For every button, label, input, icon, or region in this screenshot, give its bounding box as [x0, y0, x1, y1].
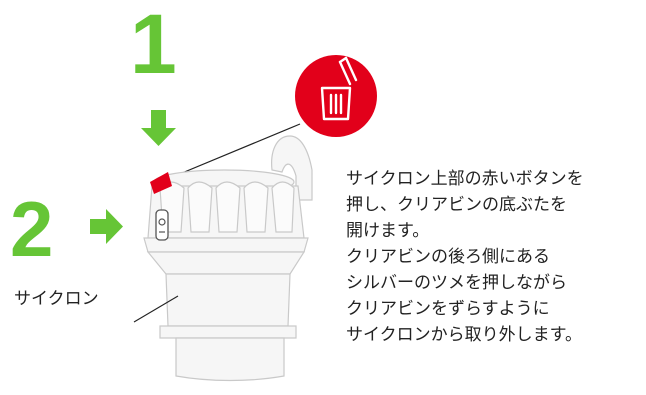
cyclone-label: サイクロン	[14, 289, 99, 309]
instruction-text: サイクロン上部の赤いボタンを 押し、クリアビンの底ぶたを 開けます。 クリアビン…	[346, 166, 584, 348]
cyclone-illustration	[143, 135, 313, 382]
trash-bin-icon	[295, 55, 377, 137]
right-arrow-icon	[90, 209, 123, 244]
instruction-line: サイクロン上部の赤いボタンを	[346, 169, 584, 189]
instruction-line: 開けます。	[346, 221, 430, 241]
callout-line	[169, 123, 301, 179]
instruction-line: シルバーのツメを押しながら	[346, 273, 567, 293]
label-leader-line	[133, 295, 179, 323]
down-arrow-icon	[141, 110, 176, 146]
catch-icon	[155, 209, 169, 241]
red-release-button	[150, 172, 172, 194]
instruction-line: 押し、クリアビンの底ぶたを	[346, 195, 567, 215]
instruction-line: クリアビンをずらすように	[346, 299, 550, 319]
instruction-line: クリアビンの後ろ側にある	[346, 247, 550, 267]
instruction-line: サイクロンから取り外します。	[346, 325, 582, 345]
step-number-2: 2	[10, 185, 54, 273]
step-number-1: 1	[130, 0, 177, 91]
